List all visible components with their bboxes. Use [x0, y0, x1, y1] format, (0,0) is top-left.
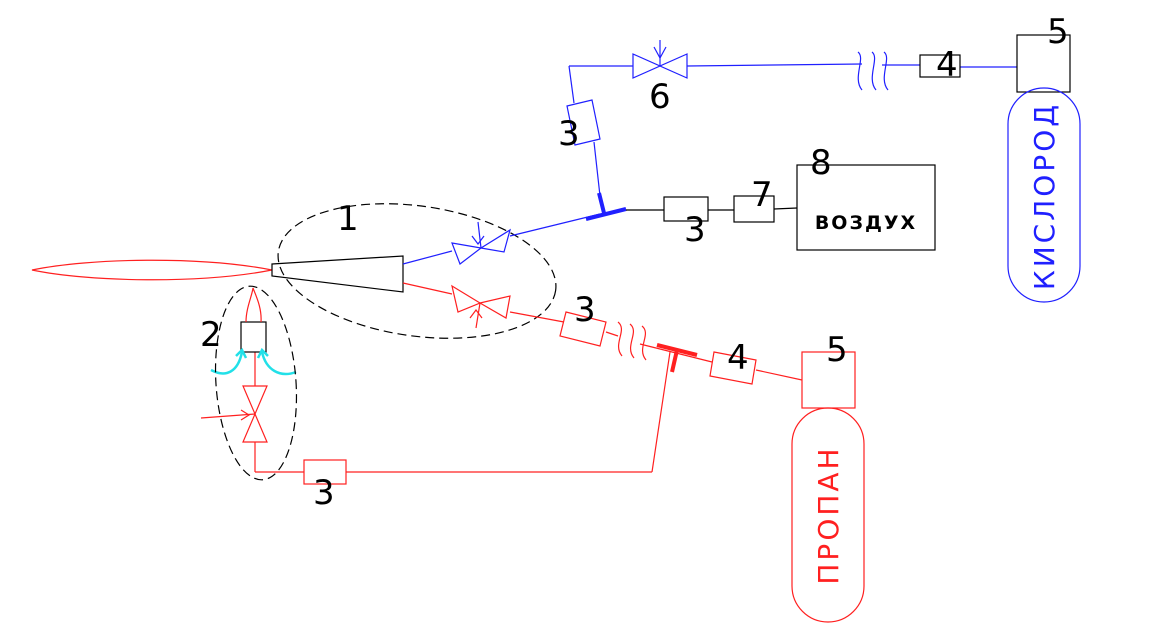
label-reducer-oxygen: 4: [936, 45, 958, 85]
label-pilot-burner: 2: [200, 315, 222, 355]
torch-nozzle: [271, 255, 404, 293]
valve-oxygen: [632, 40, 688, 79]
label-hose-oxygen: 3: [558, 114, 580, 154]
valve-icon: [451, 284, 511, 329]
air-source: [796, 164, 936, 251]
tee-icon: [656, 343, 698, 373]
valve-icon: [200, 385, 268, 443]
hose-air: [663, 196, 709, 222]
label-cylinder-propane: 5: [826, 330, 848, 370]
torch-group-outline: [277, 203, 557, 339]
cylinder-propane-label: ПРОПАН: [812, 445, 845, 584]
cylinder-oxygen-label: КИСЛОРОД: [1028, 102, 1061, 290]
flexible-hose-icon: [857, 51, 889, 91]
label-hose-air: 3: [684, 210, 706, 250]
flame-icon: [31, 259, 273, 281]
hose-oxygen: [566, 99, 601, 146]
label-hose-pilot: 3: [313, 473, 335, 513]
reducer-propane: [709, 351, 757, 385]
reducer-oxygen: [919, 54, 961, 78]
hose-propane: [559, 311, 607, 347]
label-reducer-propane: 4: [727, 338, 749, 378]
flexible-hose-icon: [617, 321, 647, 361]
cylinder-oxygen: [1007, 87, 1081, 303]
label-air-source: 8: [810, 143, 832, 183]
cylinder-propane: [791, 407, 865, 623]
label-hose-propane: 3: [574, 290, 596, 330]
label-air-unit: 7: [751, 175, 773, 215]
cylinder-oxygen-head: [1016, 34, 1071, 93]
air-line: [626, 207, 798, 211]
air-flow-arrow-icon: [210, 347, 297, 376]
flame-icon: [245, 287, 262, 323]
pilot-burner-body: [240, 321, 267, 353]
oxygen-line: [402, 63, 1017, 265]
label-valve-oxygen: 6: [649, 77, 671, 117]
valve-icon: [451, 221, 511, 265]
tee-icon: [585, 192, 627, 221]
pilot-group-outline: [214, 285, 298, 481]
hose-pilot: [303, 459, 347, 485]
label-torch-group: 1: [337, 199, 359, 239]
air-source-label: ВОЗДУХ: [815, 212, 917, 234]
air-unit: [733, 195, 775, 223]
label-cylinder-oxygen: 5: [1047, 12, 1069, 52]
